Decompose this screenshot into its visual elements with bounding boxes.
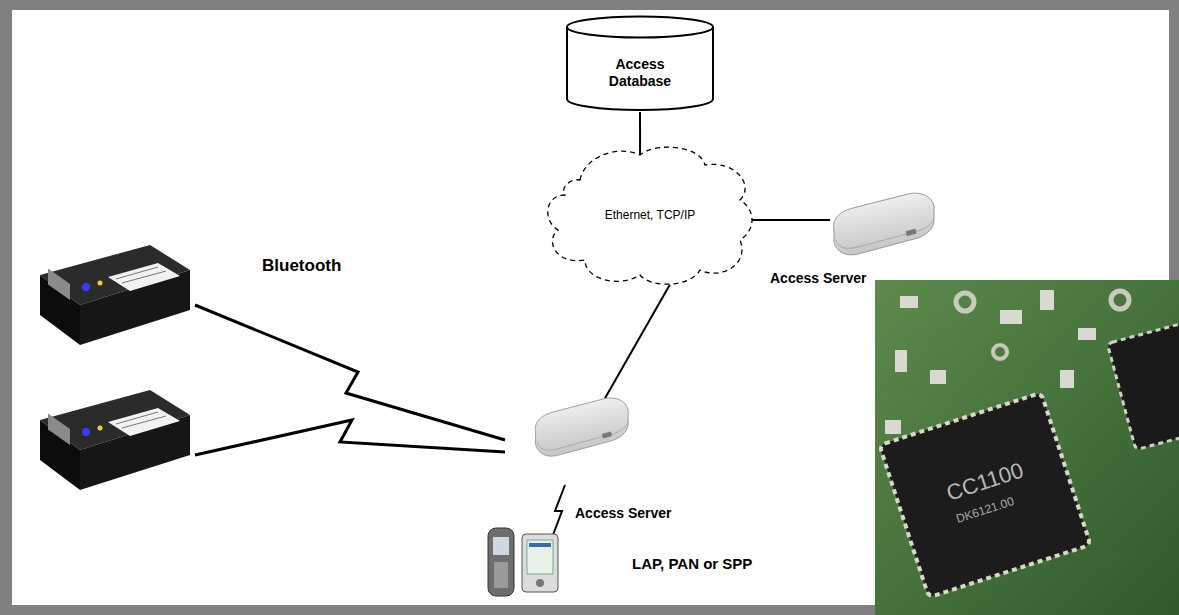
bluetooth-dongle [40,245,190,345]
pda [522,534,558,592]
network-link [605,285,670,399]
network-link [639,112,641,155]
pcb-photo [875,280,1179,615]
wireless-link [195,420,505,455]
database-cylinder: Access Database [565,15,715,112]
network-link [752,219,830,221]
node-label: Access Database [598,56,682,90]
network-cloud: Ethernet, TCP/IP [540,140,760,290]
link-label: Bluetooth [262,256,341,276]
access-server: Access Server [828,190,936,260]
server-outline [530,395,630,461]
mobile-phone [488,528,514,596]
chip-marking: CC1100 [943,457,1026,506]
bluetooth-dongle [40,390,190,490]
node-label: Access Server [575,505,675,522]
access-server: Access Server [530,395,630,461]
wireless-link [553,485,565,535]
node-label: Ethernet, TCP/IP [605,208,696,222]
server-outline [828,190,936,260]
node-label: Access Server [770,270,878,287]
profile-label: LAP, PAN or SPP [632,555,752,572]
